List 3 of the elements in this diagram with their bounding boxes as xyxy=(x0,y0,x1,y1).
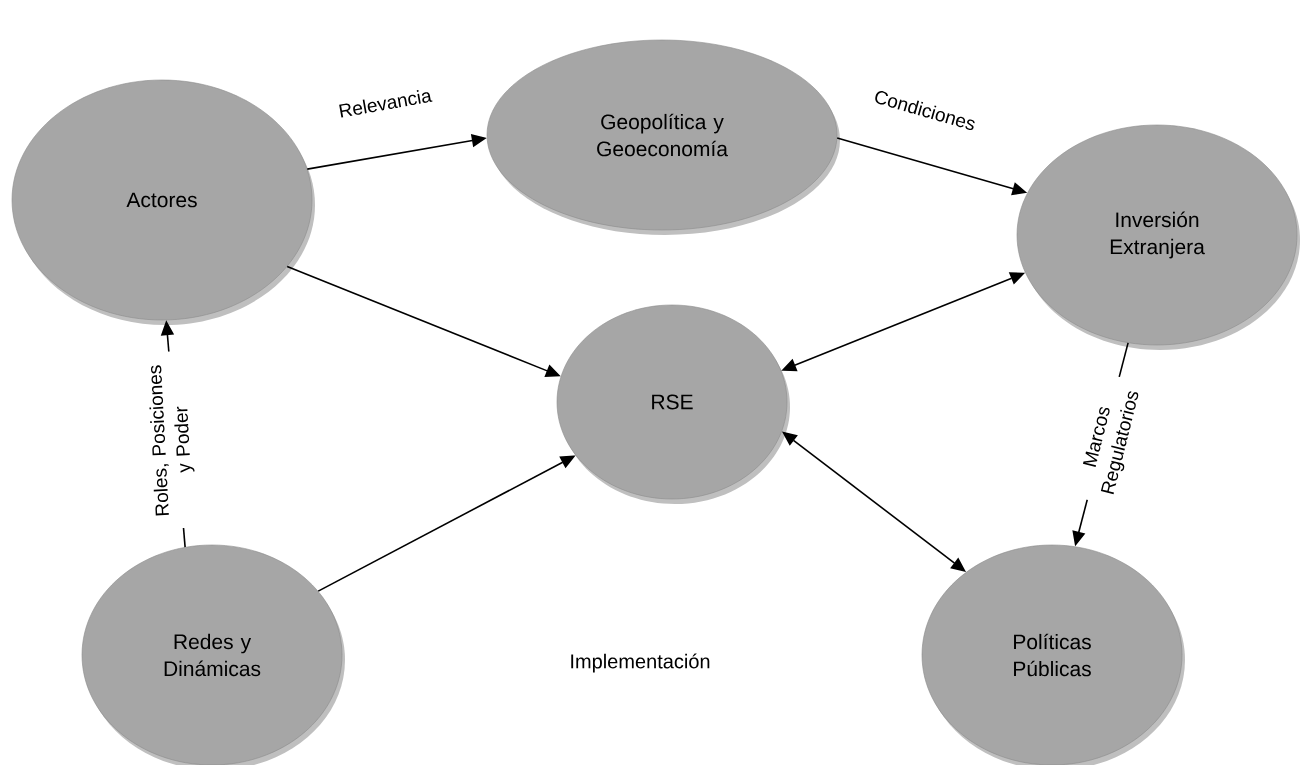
edge-label: Relevancia xyxy=(336,86,434,120)
text-label: Implementación xyxy=(571,653,710,673)
edge-label: Roles, Posiciones y Poder xyxy=(145,350,199,530)
